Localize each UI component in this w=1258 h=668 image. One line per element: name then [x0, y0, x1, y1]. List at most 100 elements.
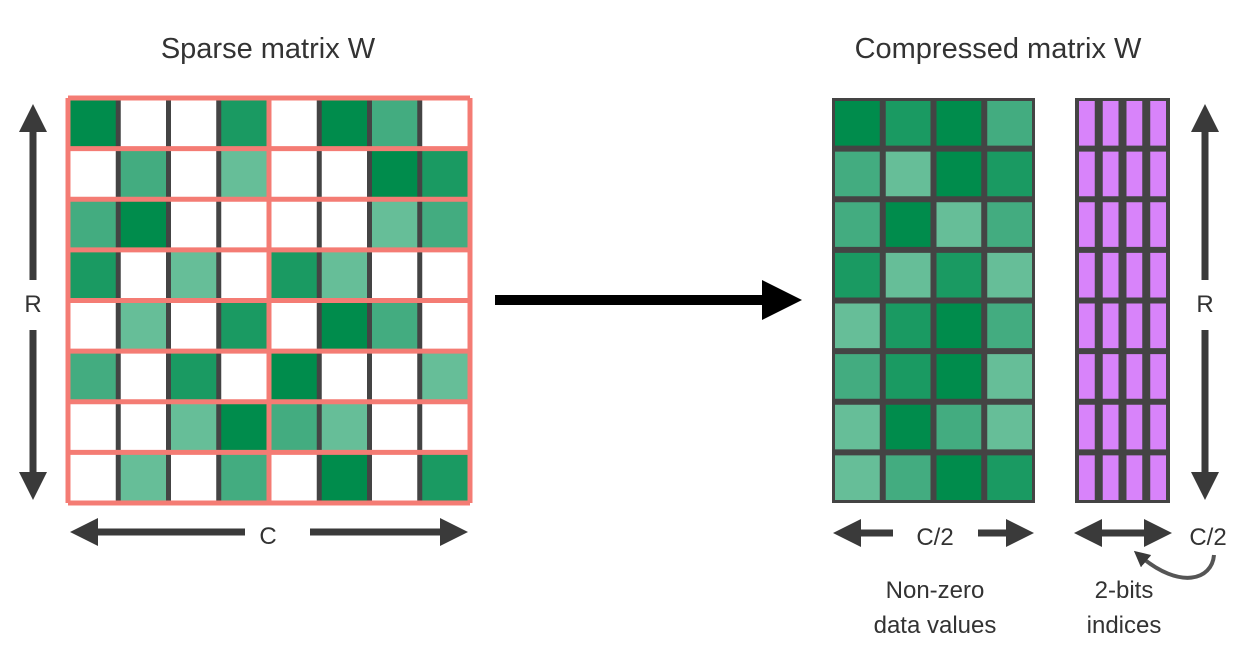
- value-cell: [835, 404, 880, 450]
- index-cell: [1102, 151, 1119, 197]
- index-cell: [1079, 455, 1095, 500]
- index-cell: [1126, 354, 1143, 399]
- zero-cell: [168, 300, 219, 352]
- index-cell: [1150, 151, 1166, 197]
- index-cell: [1079, 252, 1095, 298]
- curved-arrow: [1133, 550, 1216, 580]
- zero-cell: [168, 452, 219, 503]
- value-cell: [987, 354, 1032, 399]
- index-cell: [1150, 354, 1166, 399]
- index-cell: [1102, 354, 1119, 399]
- nonzero-cell: [419, 452, 470, 503]
- value-cell: [936, 151, 982, 197]
- nonzero-cell: [419, 351, 470, 402]
- zero-cell: [269, 199, 320, 250]
- zero-cell: [118, 98, 169, 149]
- index-cell: [1079, 151, 1095, 197]
- zero-cell: [118, 351, 169, 402]
- value-cell: [835, 101, 880, 146]
- index-cell: [1150, 202, 1166, 247]
- value-cell: [936, 202, 982, 247]
- nonzero-cell: [269, 401, 320, 453]
- index-cell: [1150, 404, 1166, 450]
- value-cell: [835, 202, 880, 247]
- nonzero-cell: [118, 148, 169, 200]
- values-cols-arrow: C/2: [833, 519, 1034, 551]
- value-cell: [936, 404, 982, 450]
- zero-cell: [118, 401, 169, 453]
- zero-cell: [319, 199, 370, 250]
- value-cell: [885, 404, 931, 450]
- nonzero-cell: [118, 452, 169, 503]
- nonzero-cell: [218, 98, 269, 149]
- value-cell: [936, 252, 982, 298]
- value-cell: [936, 354, 982, 399]
- zero-cell: [118, 249, 169, 301]
- compressed-title: Compressed matrix W: [855, 33, 1142, 65]
- index-cell: [1079, 404, 1095, 450]
- zero-cell: [68, 148, 119, 200]
- nonzero-cell: [218, 300, 269, 352]
- cols-label: C: [259, 523, 276, 550]
- zero-cell: [218, 249, 269, 301]
- indices-caption-line2: indices: [1087, 612, 1162, 639]
- nonzero-cell: [319, 98, 370, 149]
- nonzero-cell: [419, 199, 470, 250]
- index-cell: [1126, 202, 1143, 247]
- nonzero-cell: [68, 199, 119, 250]
- nonzero-cell: [319, 249, 370, 301]
- value-cell: [936, 303, 982, 349]
- value-cell: [936, 455, 982, 500]
- zero-cell: [319, 351, 370, 402]
- nonzero-cell: [369, 300, 420, 352]
- nonzero-cell: [118, 300, 169, 352]
- value-cell: [885, 303, 931, 349]
- index-cell: [1102, 101, 1119, 146]
- nonzero-cell: [269, 351, 320, 402]
- value-cell: [987, 303, 1032, 349]
- nonzero-cell: [68, 351, 119, 402]
- rows-arrow-left: R: [19, 104, 47, 500]
- value-cell: [987, 101, 1032, 146]
- index-cell: [1126, 101, 1143, 146]
- value-cell: [835, 303, 880, 349]
- values-caption-line1: Non-zero: [886, 577, 985, 604]
- nonzero-cell: [68, 249, 119, 301]
- index-cell: [1150, 101, 1166, 146]
- sparse-title: Sparse matrix W: [161, 33, 376, 65]
- nonzero-cell: [269, 249, 320, 301]
- value-cell: [936, 101, 982, 146]
- indices-matrix: [1075, 98, 1170, 503]
- value-cell: [987, 252, 1032, 298]
- index-cell: [1102, 404, 1119, 450]
- index-cell: [1079, 202, 1095, 247]
- zero-cell: [218, 199, 269, 250]
- index-cell: [1079, 354, 1095, 399]
- rows-label-right: R: [1196, 291, 1213, 318]
- zero-cell: [68, 401, 119, 453]
- nonzero-cell: [218, 452, 269, 503]
- value-cell: [885, 455, 931, 500]
- zero-cell: [419, 98, 470, 149]
- nonzero-cell: [68, 98, 119, 149]
- zero-cell: [168, 199, 219, 250]
- zero-cell: [319, 148, 370, 200]
- nonzero-cell: [218, 148, 269, 200]
- nonzero-cell: [319, 452, 370, 503]
- zero-cell: [68, 300, 119, 352]
- nonzero-cell: [319, 401, 370, 453]
- nonzero-cell: [218, 401, 269, 453]
- value-cell: [987, 151, 1032, 197]
- value-cell: [835, 151, 880, 197]
- index-cell: [1102, 202, 1119, 247]
- nonzero-cell: [118, 199, 169, 250]
- zero-cell: [419, 401, 470, 453]
- value-cell: [885, 151, 931, 197]
- nonzero-cell: [168, 351, 219, 402]
- nonzero-cell: [168, 249, 219, 301]
- values-caption-line2: data values: [874, 612, 997, 639]
- index-cell: [1150, 303, 1166, 349]
- nonzero-cell: [369, 98, 420, 149]
- nonzero-cell: [419, 148, 470, 200]
